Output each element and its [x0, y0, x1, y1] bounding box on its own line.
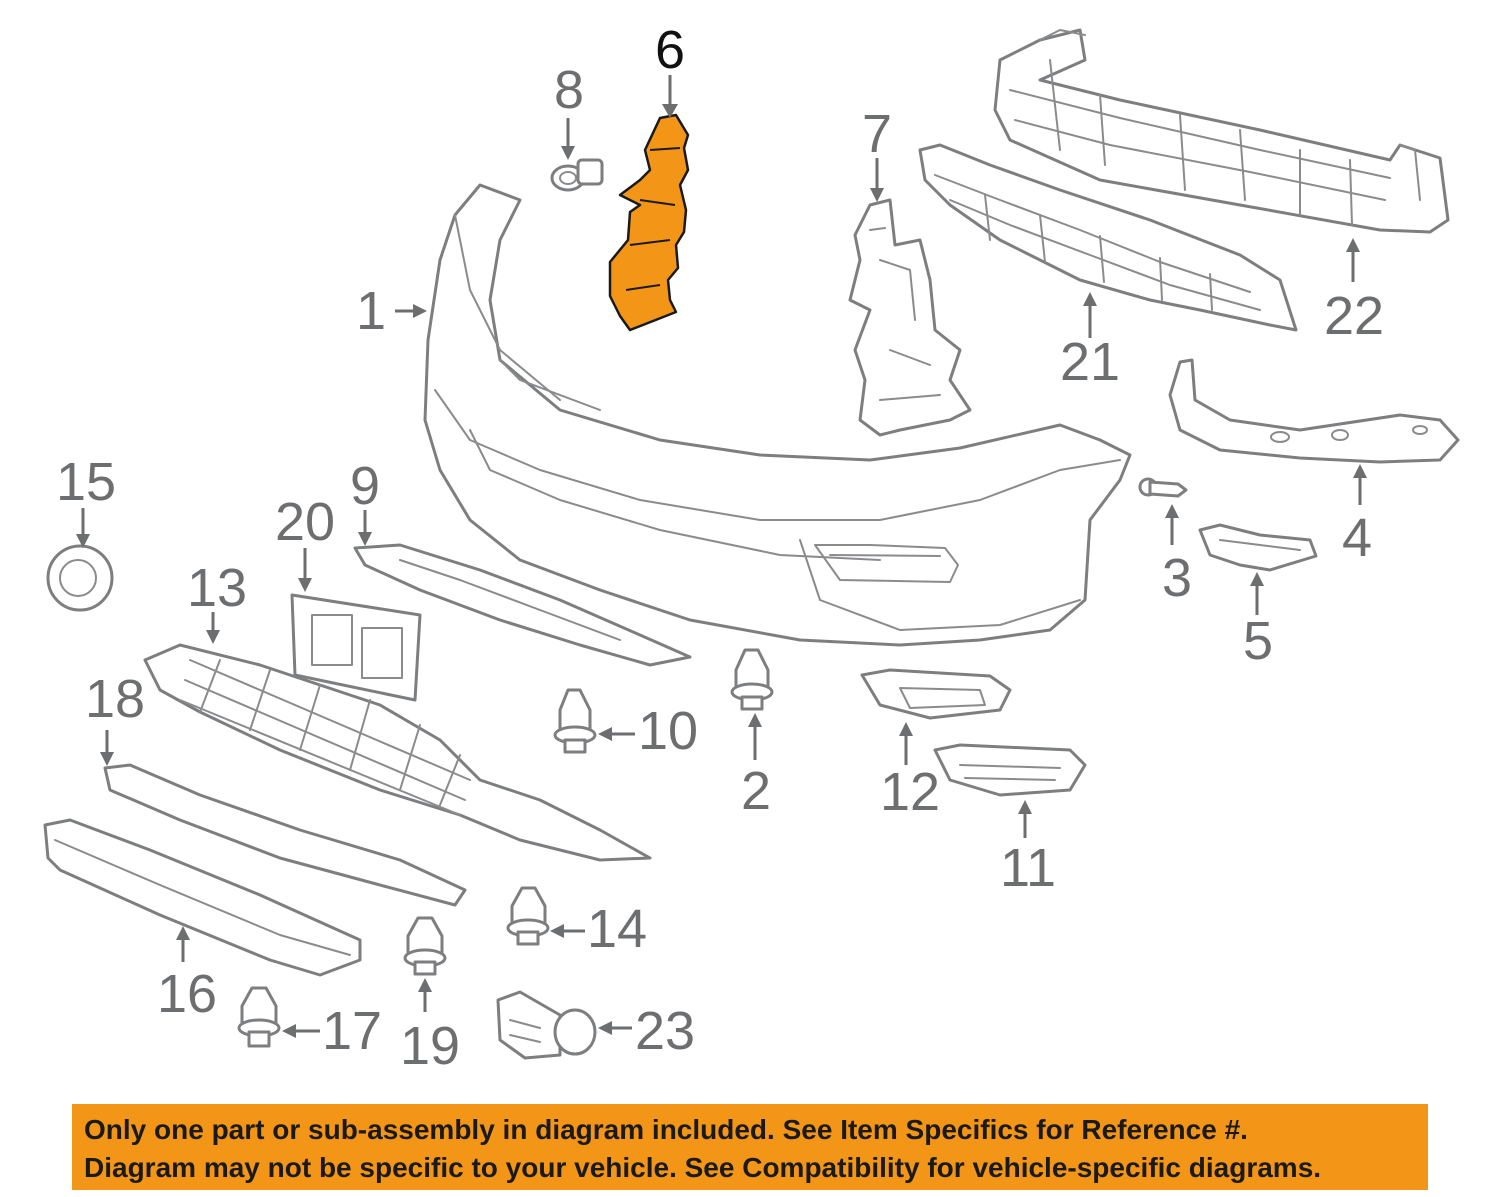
part-19-clip [403, 916, 447, 976]
callout-9: 9 [349, 456, 381, 516]
callout-20: 20 [274, 492, 336, 552]
part-14-clip [506, 886, 550, 946]
callout-21: 21 [1059, 332, 1121, 392]
callout-23: 23 [634, 1001, 696, 1061]
callout-2: 2 [740, 761, 772, 821]
callout-1: 1 [355, 281, 387, 341]
callout-17: 17 [321, 1001, 383, 1061]
callout-16: 16 [156, 964, 218, 1024]
part-18-lower-trim [103, 763, 467, 907]
part-9-under-cover [353, 543, 692, 667]
callout-12: 12 [879, 762, 941, 822]
callout-15: 15 [55, 452, 117, 512]
callout-14: 14 [586, 899, 648, 959]
callout-19: 19 [399, 1016, 461, 1076]
part-10-clip [553, 688, 597, 754]
callout-6: 6 [654, 20, 686, 80]
callout-10: 10 [637, 701, 699, 761]
callout-22: 22 [1323, 286, 1385, 346]
callout-13: 13 [186, 558, 248, 618]
part-3-screw [1138, 477, 1188, 498]
callout-8: 8 [553, 60, 585, 120]
callout-4: 4 [1341, 508, 1373, 568]
disclaimer-line-2: Diagram may not be specific to your vehi… [84, 1152, 1322, 1183]
part-12-fog-bezel [860, 668, 1012, 720]
part-11-fog-cover [933, 743, 1087, 797]
part-2-clip [730, 648, 774, 711]
part-1-bumper-cover [423, 183, 1132, 647]
part-16-lower-lip [43, 818, 362, 977]
part-4-side-retainer [1168, 358, 1460, 464]
part-23-parking-sensor [496, 990, 597, 1060]
part-17-clip [237, 986, 281, 1048]
callout-3: 3 [1161, 548, 1193, 608]
part-8-clip [550, 158, 604, 192]
part-7-side-bracket [848, 198, 972, 437]
callout-18: 18 [84, 669, 146, 729]
part-15-sensor-holder [46, 544, 114, 612]
part-22-reinforcement-beam [993, 28, 1450, 234]
part-21-energy-absorber [918, 143, 1298, 332]
callout-11: 11 [999, 838, 1057, 898]
part-13-grille [143, 643, 652, 862]
disclaimer-banner: Only one part or sub-assembly in diagram… [72, 1104, 1428, 1190]
disclaimer-line-1: Only one part or sub-assembly in diagram… [84, 1114, 1248, 1145]
leader-arrows [76, 75, 1367, 1038]
part-20-license-bracket [290, 593, 422, 702]
callout-7: 7 [861, 104, 893, 164]
callout-5: 5 [1242, 611, 1274, 671]
part-6-highlighted-bracket [608, 113, 690, 332]
part-5-small-bracket [1198, 523, 1318, 572]
